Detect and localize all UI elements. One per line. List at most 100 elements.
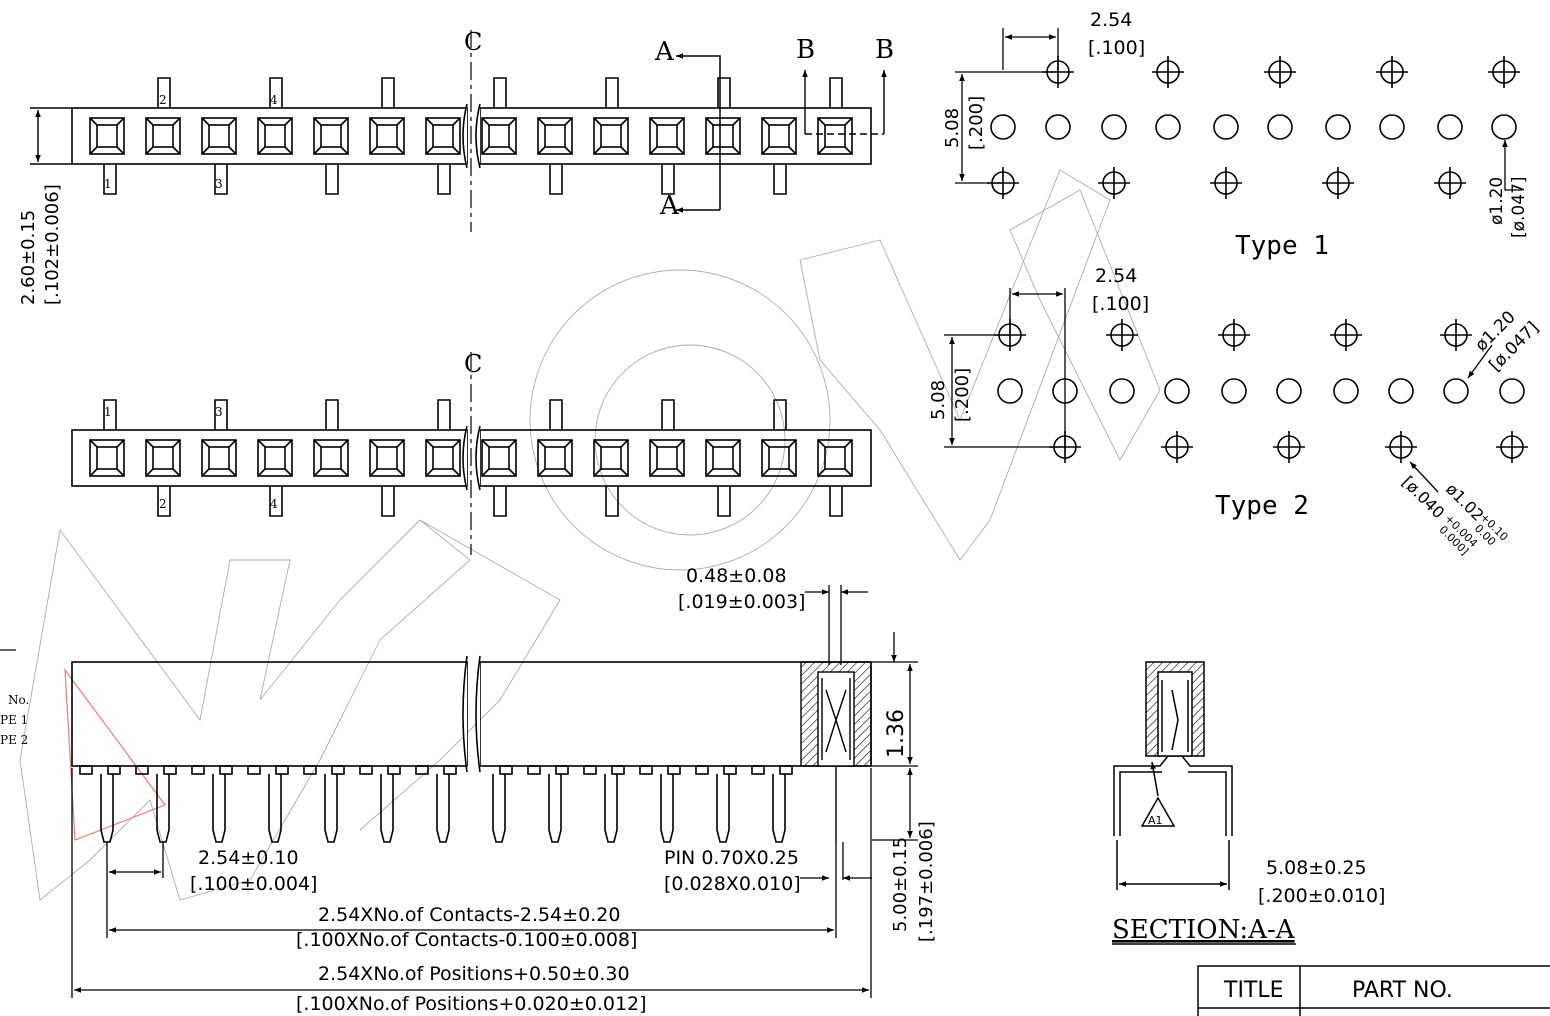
side-view-body-left (71, 661, 468, 767)
type2-bottom-cross (1273, 431, 1305, 463)
type1-pitch-mm: 2.54 (1090, 9, 1132, 31)
type2-hole (1221, 378, 1247, 404)
top-view-cavity-inner (656, 124, 678, 148)
top-view-cavity-chamfer (481, 117, 517, 155)
type1-hole-in: [ø.047] (1509, 176, 1529, 238)
side-view-pin (604, 774, 618, 843)
bottom-view-pin-up (437, 399, 451, 430)
bottom-view-cavity-inner (544, 446, 566, 470)
top-view-pin-down (773, 164, 787, 195)
side-view-foot (751, 765, 765, 775)
bottom-view-cavity-outer (313, 439, 349, 477)
top-view-pin-up (381, 77, 395, 108)
type1-hole (1267, 114, 1293, 140)
side-view-foot (443, 765, 457, 775)
type1-bottom-cross (1098, 167, 1130, 199)
bottom-view-pin-down (605, 486, 619, 517)
side-view-foot (415, 765, 429, 775)
side-view-foot (695, 765, 709, 775)
type2-hole (1499, 378, 1525, 404)
bottom-view-cavity-inner (712, 446, 734, 470)
type1-hole (1491, 114, 1517, 140)
bottom-view-pin-down (381, 486, 395, 517)
top-view-cavity-outer (369, 117, 405, 155)
left-cut-marker (64, 668, 166, 841)
side-view-pin (772, 774, 786, 843)
left-cut-no: No. (8, 693, 29, 707)
top-view-centerline-label: C (464, 28, 482, 56)
bottom-view-pin-label-3: 3 (215, 405, 223, 419)
type2-pad-in: [ø.040 (1398, 472, 1448, 522)
bottom-view-pin-down (269, 486, 283, 517)
type1-top-cross (1488, 56, 1520, 88)
left-cut-type2: PE 2 (0, 733, 28, 747)
bottom-view-pin-label-1: 1 (104, 405, 112, 419)
top-view-cavity-inner (264, 124, 286, 148)
top-view-cavity-inner (824, 124, 846, 148)
side-view (71, 655, 872, 843)
bottom-view-pin-up (103, 399, 117, 430)
section-width-mm: 5.08±0.25 (1266, 857, 1367, 879)
positions-dim-mm: 2.54XNo.of Positions+0.50±0.30 (318, 963, 630, 985)
type2-pitch-in: [.100] (1092, 293, 1149, 315)
bottom-view-cavity-outer (369, 439, 405, 477)
bottom-view-cavity-chamfer (761, 439, 797, 477)
side-view-foot (639, 765, 653, 775)
bottom-view-cavity-outer (761, 439, 797, 477)
contacts-dimension (109, 842, 837, 938)
height-dimension-mm: 2.60±0.15 (18, 210, 39, 305)
bottom-view (71, 352, 872, 555)
top-view-cavity-chamfer (761, 117, 797, 155)
pitch-dimension (106, 842, 164, 938)
side-view-foot (387, 765, 401, 775)
top-view-pin-down (325, 164, 339, 195)
side-view-foot (191, 765, 205, 775)
contacts-dim-mm: 2.54XNo.of Contacts-2.54±0.20 (318, 904, 620, 926)
bottom-view-centerline-label: C (464, 350, 482, 378)
type1-bottom-cross (1210, 167, 1242, 199)
bottom-view-cavity-chamfer (369, 439, 405, 477)
type1-hole (1155, 114, 1181, 140)
type2-hole (1276, 378, 1302, 404)
type1-top-cross (1264, 56, 1296, 88)
top-view-cavity-inner (600, 124, 622, 148)
top-view-cavity-chamfer (817, 117, 853, 155)
top-view-pin-up (605, 77, 619, 108)
bottom-view-cavity-outer (425, 439, 461, 477)
top-view-pin-down (549, 164, 563, 195)
type1-top-cross (1152, 56, 1184, 88)
top-view-cavity-inner (488, 124, 510, 148)
top-view-cavity-inner (768, 124, 790, 148)
type2-label: Type 2 (1215, 491, 1309, 521)
top-view-pin-label-3: 3 (215, 177, 223, 191)
bottom-view-cavity-chamfer (593, 439, 629, 477)
bottom-view-cavity-chamfer (705, 439, 741, 477)
side-view-pin (660, 774, 674, 843)
top-view-cavity-chamfer (425, 117, 461, 155)
top-view-cavity-chamfer (705, 117, 741, 155)
type1-footprint (987, 56, 1520, 199)
side-view-foot (611, 765, 625, 775)
side-view-pin (548, 774, 562, 843)
bottom-view-cavity-chamfer (425, 439, 461, 477)
watermark-logo (19, 169, 1161, 901)
top-view-cavity-outer (313, 117, 349, 155)
contacts-dim-in: [.100XNo.of Contacts-0.100±0.008] (296, 929, 637, 951)
top-view-pin-up (269, 77, 283, 108)
top-view-cavity-chamfer (89, 117, 125, 155)
top-view-cavity-outer (649, 117, 685, 155)
top-view-cavity-chamfer (369, 117, 405, 155)
type1-hole (1045, 114, 1071, 140)
pin-width-mm: 0.48±0.08 (686, 565, 787, 587)
bottom-view-cavity-outer (257, 439, 293, 477)
side-view-foot (527, 765, 541, 775)
type2-bottom-cross (1496, 431, 1528, 463)
bottom-view-cavity-outer (593, 439, 629, 477)
side-view-pin (436, 774, 450, 843)
bottom-view-cavity-chamfer (649, 439, 685, 477)
section-width-in: [.200±0.010] (1258, 885, 1385, 907)
left-cut-type1: PE 1 (0, 713, 28, 727)
bottom-view-cavity-chamfer (537, 439, 573, 477)
top-view-cavity-inner (96, 124, 118, 148)
bottom-view-cavity-inner (824, 446, 846, 470)
